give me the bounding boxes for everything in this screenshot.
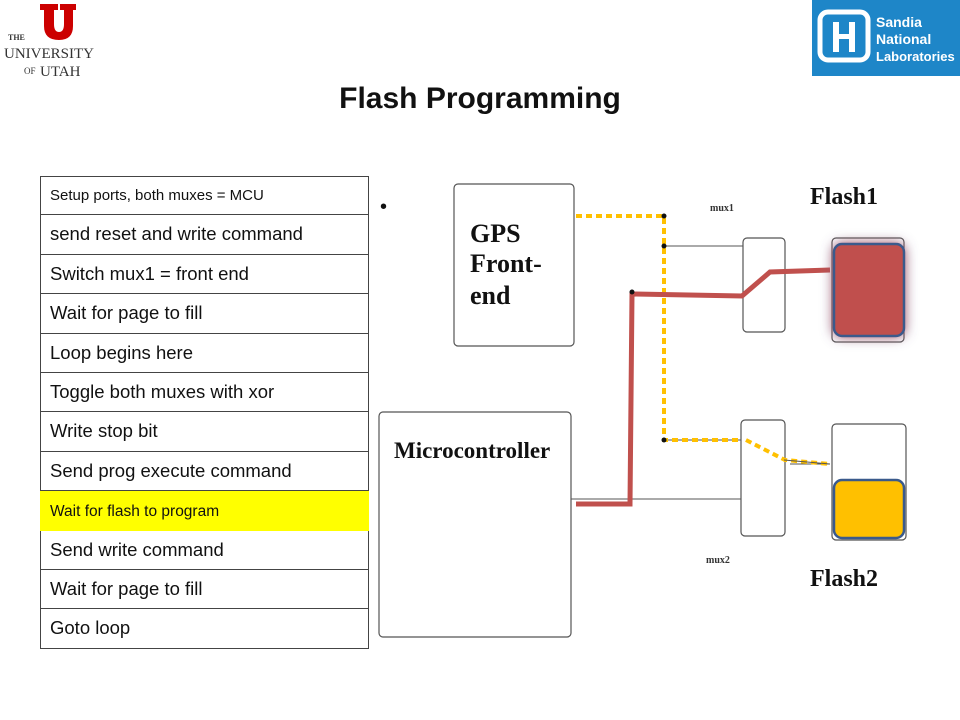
utah-u-mark bbox=[40, 4, 76, 40]
utah-logo-university: UNIVERSITY bbox=[4, 46, 94, 62]
step-item: Send write command bbox=[40, 530, 369, 570]
utah-logo-of: OF bbox=[24, 66, 36, 76]
sandia-logo-line3: Laboratories bbox=[876, 49, 955, 64]
step-item: Goto loop bbox=[40, 609, 369, 649]
step-item: Setup ports, both muxes = MCU bbox=[40, 176, 369, 216]
gps-label-2: Front- bbox=[470, 249, 542, 278]
step-item: Write stop bit bbox=[40, 412, 369, 452]
university-of-utah-logo: THE UNIVERSITY OF UTAH bbox=[4, 4, 94, 80]
utah-logo-the: THE bbox=[8, 33, 25, 42]
mux1-label: mux1 bbox=[710, 203, 734, 214]
gps-label-1: GPS bbox=[470, 219, 521, 248]
bullet-dot: • bbox=[380, 196, 388, 218]
sandia-emblem bbox=[817, 9, 871, 63]
sandia-labs-logo: Sandia National Laboratories bbox=[812, 0, 960, 76]
step-item: Send prog execute command bbox=[40, 451, 369, 492]
flash1-label: Flash1 bbox=[810, 184, 878, 210]
utah-logo-utah: UTAH bbox=[40, 64, 81, 80]
step-item: Wait for page to fill bbox=[40, 294, 369, 334]
gps-frontend-box bbox=[453, 183, 575, 347]
mux2-box bbox=[740, 419, 786, 537]
page-title: Flash Programming bbox=[339, 82, 621, 115]
step-item: Wait for page to fill bbox=[40, 569, 369, 610]
step-item-highlighted: Wait for flash to program bbox=[40, 491, 369, 531]
flash1-chip bbox=[832, 242, 906, 338]
gps-label-3: end bbox=[470, 281, 511, 310]
mcu-flash1-path bbox=[576, 267, 831, 507]
mux2-label: mux2 bbox=[706, 555, 730, 566]
gps-data-path bbox=[576, 214, 742, 442]
step-item: send reset and write command bbox=[40, 215, 369, 255]
flash2-chip bbox=[832, 478, 906, 540]
flash2-label: Flash2 bbox=[810, 566, 878, 592]
microcontroller-label: Microcontroller bbox=[394, 438, 550, 463]
flash-diagram: GPS Front- end Microcontroller mux1 mux2… bbox=[378, 183, 907, 638]
sandia-logo-line2: National bbox=[876, 31, 931, 47]
step-item: Toggle both muxes with xor bbox=[40, 372, 369, 413]
step-item: Loop begins here bbox=[40, 333, 369, 373]
microcontroller-box bbox=[378, 411, 572, 638]
sandia-logo-line1: Sandia bbox=[876, 14, 922, 30]
mux1-box bbox=[742, 237, 786, 333]
step-list: Setup ports, both muxes = MCU send reset… bbox=[40, 176, 369, 649]
step-item: Switch mux1 = front end bbox=[40, 254, 369, 295]
